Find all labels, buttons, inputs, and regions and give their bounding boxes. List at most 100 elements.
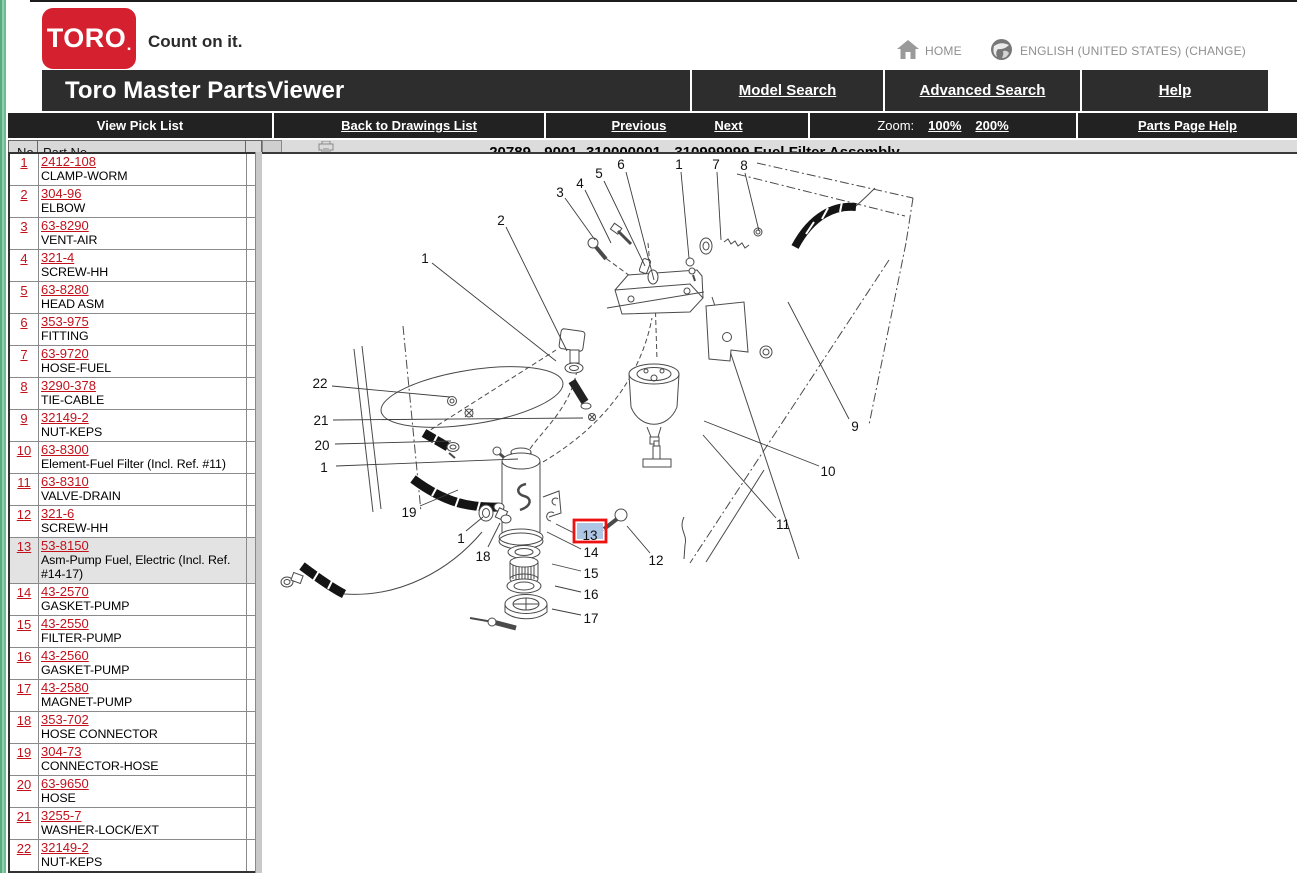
- ref-number-link[interactable]: 19: [16, 745, 32, 760]
- ref-number-link[interactable]: 18: [16, 713, 32, 728]
- ref-number-link[interactable]: 4: [20, 251, 28, 266]
- part-number-link[interactable]: 32149-2: [41, 840, 89, 855]
- part-number-link[interactable]: 63-8310: [41, 474, 89, 489]
- callout-number[interactable]: 22: [312, 376, 327, 391]
- part-number-link[interactable]: 321-4: [41, 250, 75, 265]
- next-link[interactable]: Next: [714, 118, 743, 133]
- ref-cell: 19: [10, 744, 39, 775]
- menu-cell-help[interactable]: Help: [1080, 70, 1268, 111]
- ref-number-link[interactable]: 5: [20, 283, 28, 298]
- callout-number[interactable]: 2: [497, 213, 505, 228]
- part-description: CONNECTOR-HOSE: [41, 759, 159, 773]
- part-number-link[interactable]: 63-8280: [41, 282, 89, 297]
- callout-number[interactable]: 14: [583, 545, 599, 560]
- ref-number-link[interactable]: 16: [16, 649, 32, 664]
- part-description: NUT-KEPS: [41, 855, 103, 869]
- part-number-link[interactable]: 63-9720: [41, 346, 89, 361]
- ref-number-link[interactable]: 22: [16, 841, 32, 856]
- parts-list-scrollbar[interactable]: [255, 152, 262, 873]
- part-number-link[interactable]: 43-2550: [41, 616, 89, 631]
- part-number-link[interactable]: 353-702: [41, 712, 89, 727]
- part-number-link[interactable]: 53-8150: [41, 538, 89, 553]
- callout-number[interactable]: 17: [583, 611, 598, 626]
- part-number-link[interactable]: 43-2580: [41, 680, 89, 695]
- part-number-link[interactable]: 3290-378: [41, 378, 96, 393]
- part-number-link[interactable]: 321-6: [41, 506, 75, 521]
- ref-number-link[interactable]: 20: [16, 777, 32, 792]
- callout-number[interactable]: 12: [648, 553, 663, 568]
- ref-number-link[interactable]: 12: [16, 507, 32, 522]
- callout-number[interactable]: 15: [583, 566, 598, 581]
- ref-number-link[interactable]: 10: [16, 443, 32, 458]
- ref-number-link[interactable]: 8: [20, 379, 28, 394]
- callout-number[interactable]: 20: [314, 438, 329, 453]
- callout-number[interactable]: 10: [820, 464, 835, 479]
- callout-number[interactable]: 16: [583, 587, 598, 602]
- ref-number-link[interactable]: 6: [20, 315, 28, 330]
- part-number-link[interactable]: 43-2560: [41, 648, 89, 663]
- advanced-search-link[interactable]: Advanced Search: [919, 82, 1046, 99]
- ref-number-link[interactable]: 14: [16, 585, 32, 600]
- help-link[interactable]: Help: [1158, 82, 1192, 99]
- ref-number-link[interactable]: 7: [20, 347, 28, 362]
- callout-number[interactable]: 11: [776, 517, 790, 532]
- ref-number-link[interactable]: 1: [20, 155, 28, 170]
- part-number-link[interactable]: 63-8290: [41, 218, 89, 233]
- menu-cell-model-search[interactable]: Model Search: [690, 70, 883, 111]
- callout-number[interactable]: 3: [556, 185, 564, 200]
- callout-number[interactable]: 1: [421, 251, 429, 266]
- home-link[interactable]: HOME: [897, 40, 962, 62]
- leader-line: [551, 563, 582, 572]
- drawing-title: 20789 - 9001, 310000001 - 310999999 Fuel…: [262, 144, 1212, 152]
- part-number-link[interactable]: 304-73: [41, 744, 82, 759]
- ref-number-link[interactable]: 15: [16, 617, 32, 632]
- part-number-link[interactable]: 2412-108: [41, 154, 96, 169]
- model-search-link[interactable]: Model Search: [738, 82, 837, 99]
- ref-number-link[interactable]: 9: [20, 411, 28, 426]
- callout-number[interactable]: 1: [457, 531, 465, 546]
- part-number-link[interactable]: 43-2570: [41, 584, 89, 599]
- previous-link[interactable]: Previous: [611, 118, 667, 133]
- zoom-200-link[interactable]: 200%: [975, 118, 1009, 133]
- callout-number[interactable]: 21: [313, 413, 328, 428]
- callout-number[interactable]: 1: [675, 157, 683, 172]
- callout-number[interactable]: 4: [576, 176, 584, 191]
- ref-number-link[interactable]: 3: [20, 219, 28, 234]
- part-number-link[interactable]: 63-8300: [41, 442, 89, 457]
- part-number-link[interactable]: 304-96: [41, 186, 82, 201]
- callout-number[interactable]: 6: [617, 157, 625, 172]
- back-to-drawings-link[interactable]: Back to Drawings List: [341, 118, 477, 133]
- ref-number-link[interactable]: 11: [17, 475, 31, 490]
- callout-number[interactable]: 9: [851, 419, 859, 434]
- callout-number[interactable]: 7: [712, 157, 720, 172]
- language-link[interactable]: ENGLISH (UNITED STATES) (CHANGE): [990, 38, 1246, 64]
- callout-number[interactable]: 18: [475, 549, 490, 564]
- part-number-link[interactable]: 3255-7: [41, 808, 82, 823]
- part-number-link[interactable]: 353-975: [41, 314, 89, 329]
- ref-number-link[interactable]: 2: [20, 187, 28, 202]
- callout-number[interactable]: 1: [320, 460, 328, 475]
- printer-icon[interactable]: [318, 140, 334, 152]
- ref-number-link[interactable]: 13: [16, 539, 32, 554]
- app-title: Toro Master PartsViewer: [65, 76, 345, 104]
- ref-number-link[interactable]: 17: [16, 681, 32, 696]
- view-pick-list-button[interactable]: View Pick List: [8, 113, 272, 138]
- part-description: TIE-CABLE: [41, 393, 105, 407]
- part-number-link[interactable]: 63-9650: [41, 776, 89, 791]
- callout-number[interactable]: 19: [401, 505, 416, 520]
- leader-line: [419, 489, 459, 507]
- ref-number-link[interactable]: 21: [16, 809, 32, 824]
- diagram-artwork: [280, 162, 914, 631]
- callout-number[interactable]: 13: [582, 528, 597, 543]
- menu-cell-advanced-search[interactable]: Advanced Search: [883, 70, 1080, 111]
- ref-cell: 3: [10, 218, 39, 249]
- parts-page-help-link[interactable]: Parts Page Help: [1138, 118, 1237, 133]
- callout-number[interactable]: 5: [595, 166, 603, 181]
- part-number-link[interactable]: 32149-2: [41, 410, 89, 425]
- zoom-100-link[interactable]: 100%: [928, 118, 962, 133]
- callout-number[interactable]: 8: [740, 158, 748, 173]
